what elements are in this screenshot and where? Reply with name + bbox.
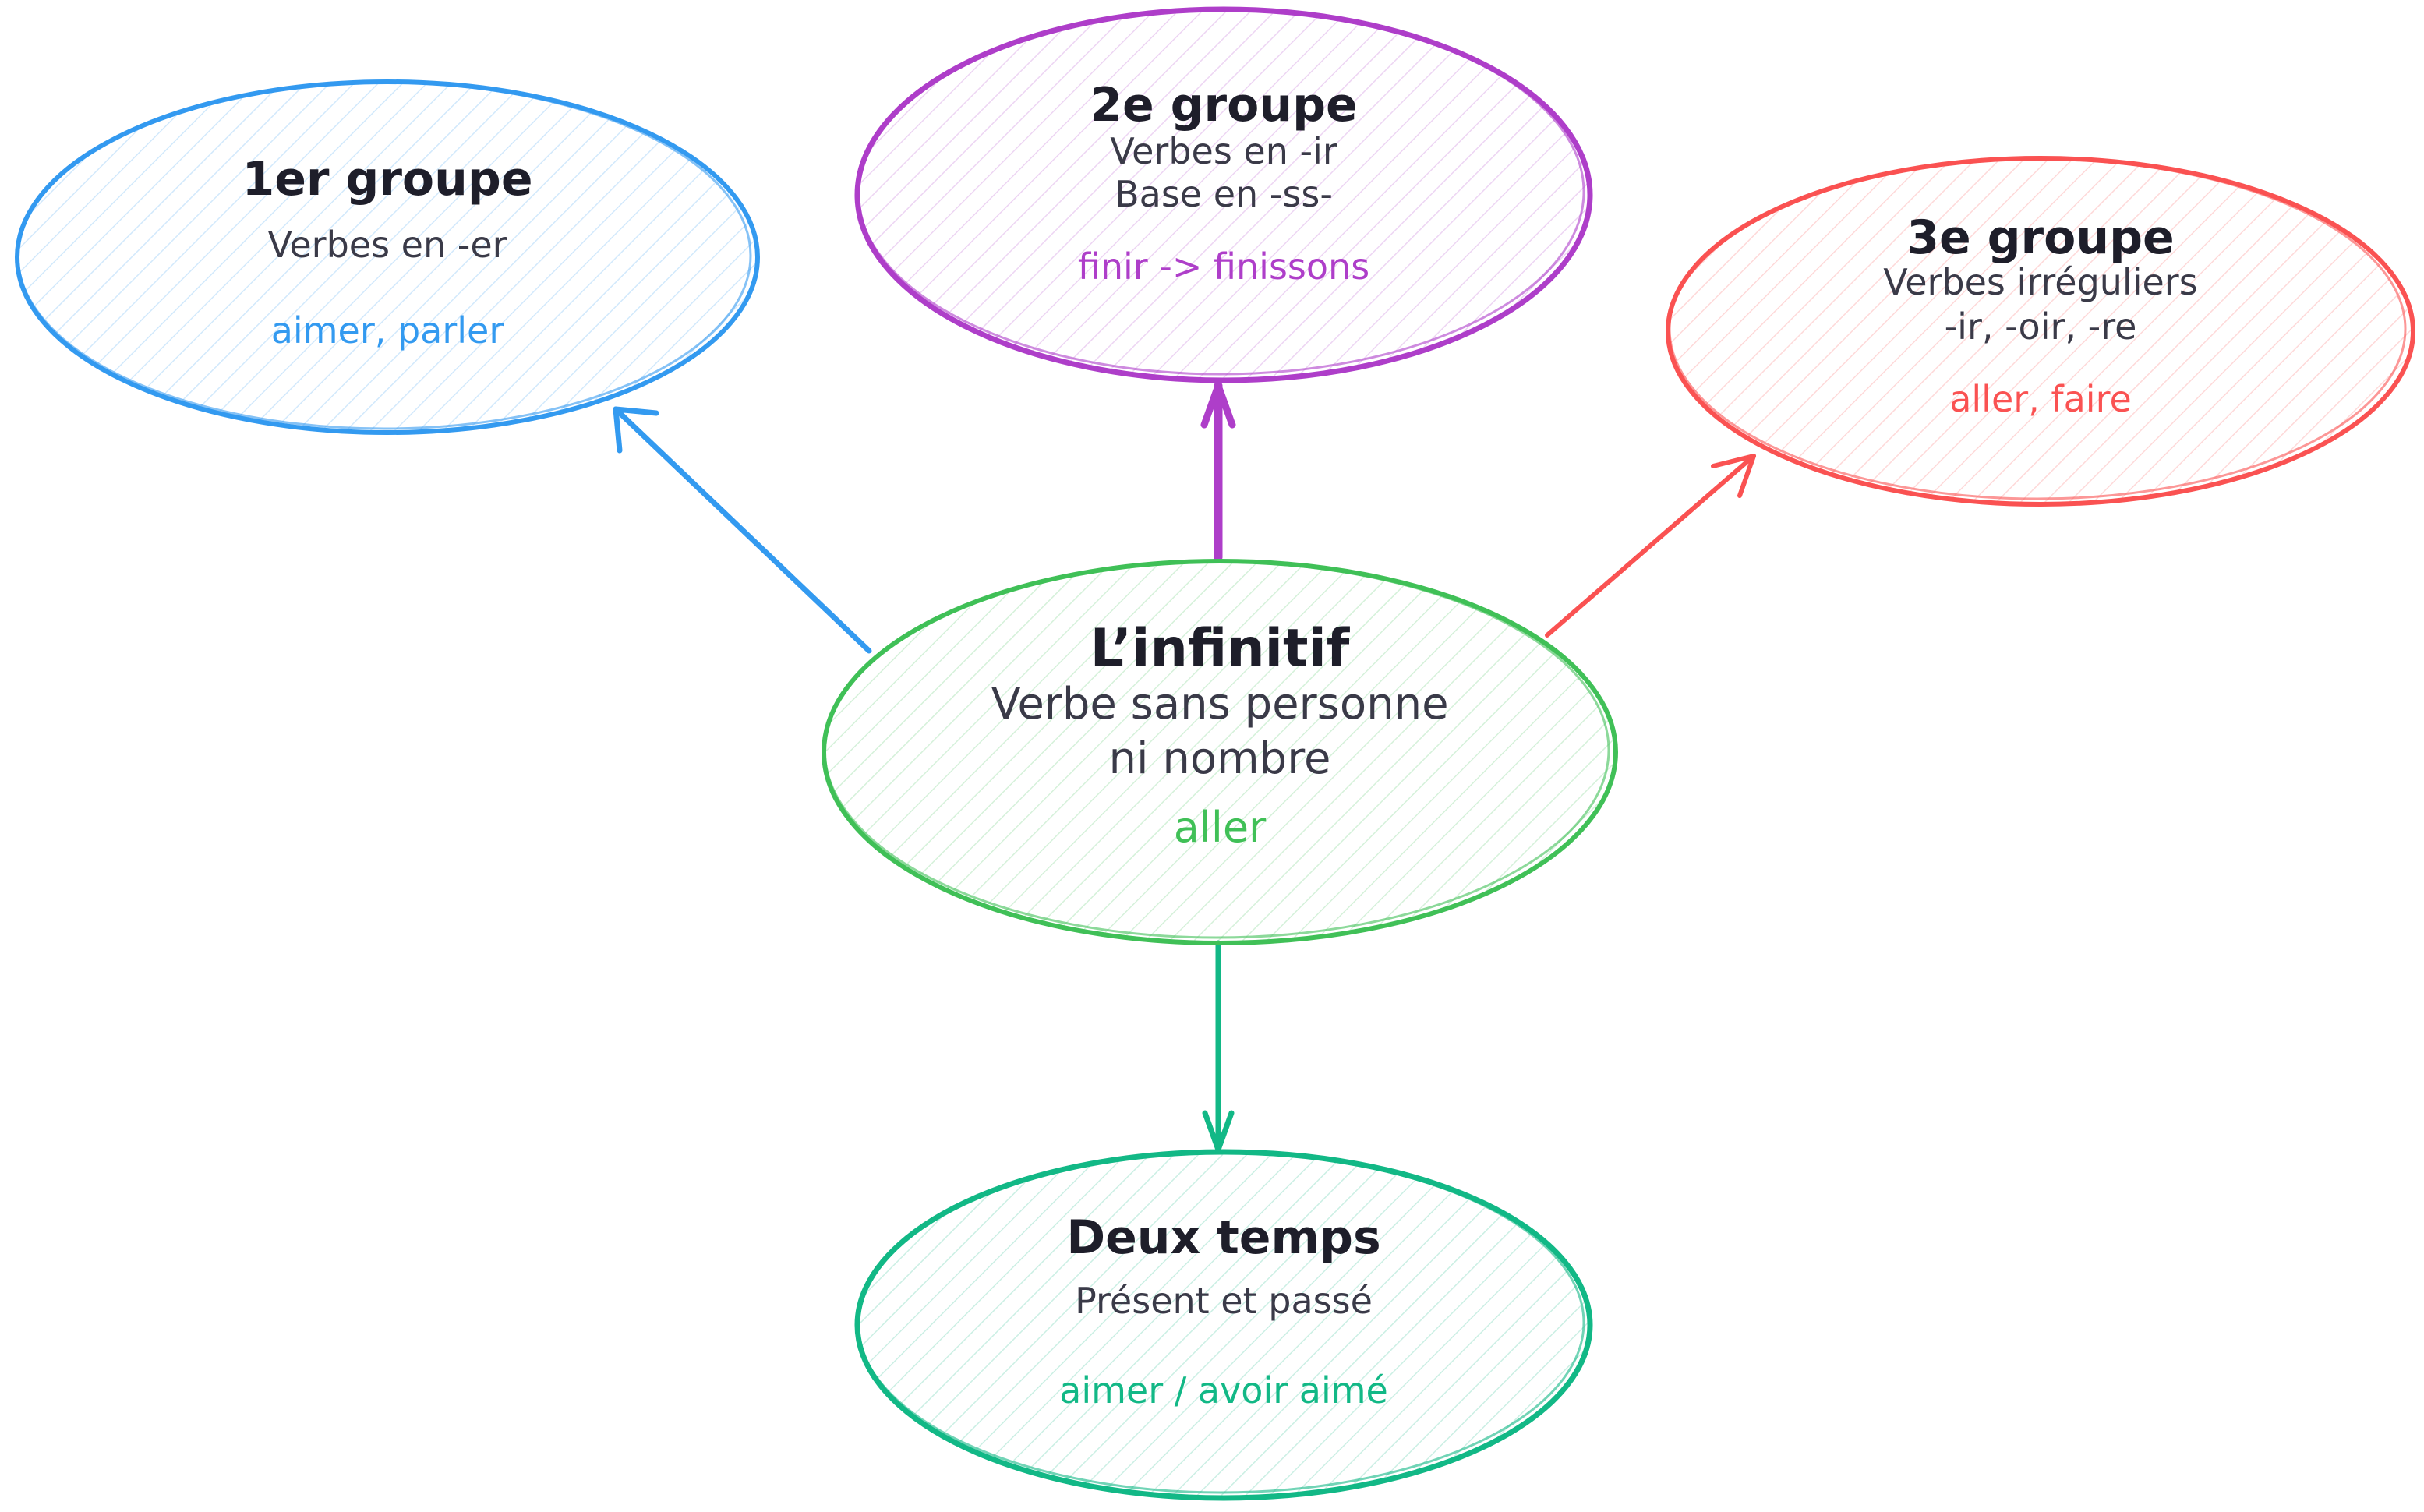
group3-title: 3e groupe (1906, 210, 2174, 265)
arrow-to-group1 (613, 406, 872, 654)
group2-title: 2e groupe (1090, 78, 1357, 132)
node-center[interactable]: L’infinitif Verbe sans personne ni nombr… (822, 559, 1618, 945)
node-group2[interactable]: 2e groupe Verbes en -ir Base en -ss- fin… (854, 6, 1593, 383)
group1-line-1: Verbes en -er (267, 224, 507, 266)
group2-line-2: Base en -ss- (1115, 173, 1333, 215)
group3-line-1: Verbes irréguliers (1883, 261, 2197, 303)
tenses-line-1: Présent et passé (1075, 1280, 1373, 1322)
node-group1[interactable]: 1er groupe Verbes en -er aimer, parler (15, 79, 760, 435)
arrow-to-group3 (1545, 454, 1756, 638)
arrow-to-group2 (1200, 381, 1236, 562)
arrow-to-tenses (1202, 940, 1235, 1153)
center-line-1: Verbe sans personne (991, 679, 1448, 730)
node-group3[interactable]: 3e groupe Verbes irréguliers -ir, -oir, … (1666, 156, 2415, 507)
group2-line-1: Verbes en -ir (1110, 130, 1337, 172)
group1-title: 1er groupe (242, 152, 532, 207)
center-title: L’infinitif (1090, 618, 1351, 680)
node-tenses[interactable]: Deux temps Présent et passé aimer / avoi… (854, 1149, 1593, 1501)
group3-example: aller, faire (1949, 378, 2132, 420)
tenses-title: Deux temps (1066, 1210, 1380, 1265)
group3-line-2: -ir, -oir, -re (1945, 306, 2137, 348)
group1-example: aimer, parler (271, 309, 504, 352)
center-example: aller (1174, 803, 1267, 852)
tenses-example: aimer / avoir aimé (1059, 1369, 1388, 1411)
group2-example: finir -> finissons (1078, 246, 1369, 288)
center-line-2: ni nombre (1109, 733, 1331, 784)
